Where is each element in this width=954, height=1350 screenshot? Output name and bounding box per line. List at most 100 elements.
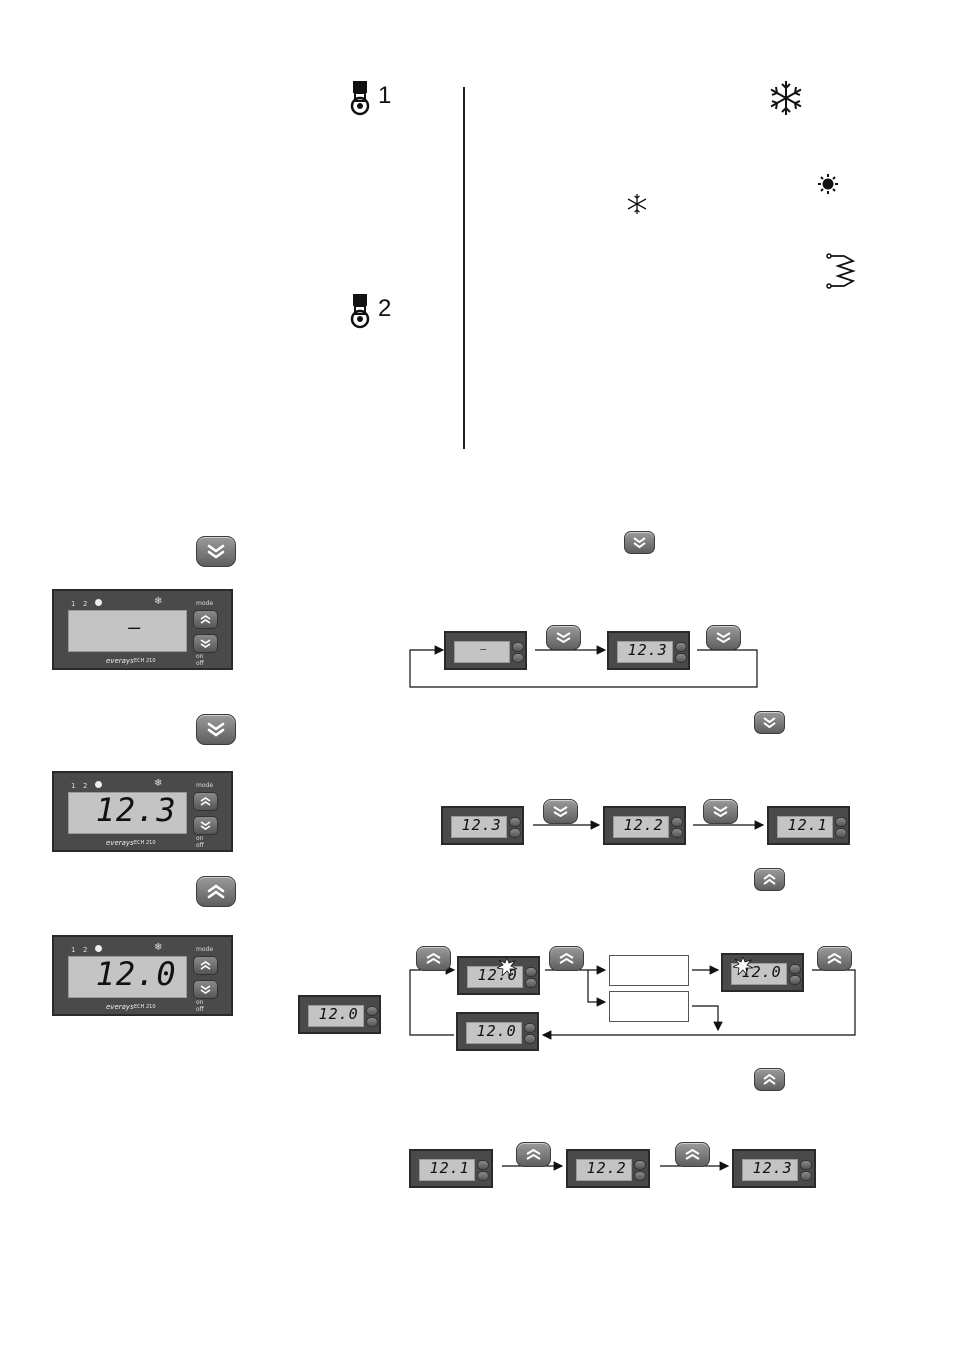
clock-indicator-icon: [95, 781, 102, 788]
panel-up-button[interactable]: [675, 642, 687, 652]
display-value: 12.3: [752, 1159, 793, 1177]
up-button[interactable]: [754, 1068, 785, 1091]
lcd-display: —: [454, 641, 510, 663]
panel-down-button[interactable]: [193, 980, 218, 999]
down-button[interactable]: [196, 714, 236, 745]
panel-down-button[interactable]: [366, 1017, 378, 1027]
double-chevron-down-icon: [200, 985, 211, 994]
probe-2-indicator: 2: [348, 293, 398, 329]
panel-up-button[interactable]: [525, 967, 537, 977]
lcd-display: 12.3: [617, 641, 673, 663]
indicator-1: 1: [71, 946, 76, 954]
panel-down-button[interactable]: [512, 653, 524, 663]
panel-up-button[interactable]: [366, 1006, 378, 1016]
panel-down-button[interactable]: [525, 978, 537, 988]
down-button[interactable]: [196, 536, 236, 567]
controller-panel-small: —: [444, 631, 527, 670]
double-chevron-up-icon: [426, 952, 441, 964]
on-label: on: [196, 999, 204, 1006]
panel-up-button[interactable]: [509, 817, 521, 827]
panel-down-button[interactable]: [193, 816, 218, 835]
lcd-display: 12.2: [576, 1159, 632, 1181]
controller-panel-small: 12.1: [767, 806, 850, 845]
panel-down-button[interactable]: [800, 1171, 812, 1181]
display-value: 12.3: [95, 791, 177, 829]
panel-up-button[interactable]: [789, 964, 801, 974]
panel-up-button[interactable]: [634, 1160, 646, 1170]
double-chevron-up-icon: [207, 884, 225, 899]
controller-panel-large: 1 2 ❄ mode — on off everays ECH 210: [52, 589, 233, 670]
display-value: —: [128, 615, 142, 639]
display-value: 12.1: [429, 1159, 470, 1177]
down-button[interactable]: [546, 625, 581, 650]
controller-panel-small: 12.1: [409, 1149, 493, 1188]
down-button[interactable]: [543, 799, 578, 824]
blink-flash-icon: [497, 958, 517, 976]
heater-resistor-icon: [826, 253, 856, 289]
probe-1-indicator: 1: [348, 80, 398, 116]
brand-logo: everays: [106, 1003, 134, 1011]
double-chevron-down-icon: [763, 717, 776, 729]
model-label: ECH 210: [134, 1004, 156, 1010]
double-chevron-up-icon: [526, 1148, 541, 1160]
panel-up-button[interactable]: [512, 642, 524, 652]
panel-up-button[interactable]: [193, 956, 218, 975]
column-divider: [463, 87, 465, 449]
down-button[interactable]: [624, 531, 655, 554]
controller-panel-small: 12.3: [441, 806, 524, 845]
double-chevron-down-icon: [200, 639, 211, 648]
up-button[interactable]: [754, 868, 785, 891]
brand-logo: everays: [106, 657, 134, 665]
panel-up-button[interactable]: [477, 1160, 489, 1170]
panel-down-button[interactable]: [524, 1034, 536, 1044]
down-button[interactable]: [706, 625, 741, 650]
mode-label: mode: [196, 782, 214, 789]
panel-down-button[interactable]: [477, 1171, 489, 1181]
double-chevron-down-icon: [207, 544, 225, 559]
controller-panel-small: 12.0: [721, 953, 804, 992]
display-value: 12.1: [787, 816, 828, 834]
lcd-display: 12.2: [613, 816, 669, 838]
panel-down-button[interactable]: [634, 1171, 646, 1181]
double-chevron-down-icon: [556, 632, 571, 644]
panel-up-button[interactable]: [193, 610, 218, 629]
down-button[interactable]: [703, 799, 738, 824]
lcd-display: 12.0: [466, 1022, 522, 1044]
panel-down-button[interactable]: [789, 975, 801, 985]
down-button[interactable]: [754, 711, 785, 734]
display-value: 12.0: [95, 955, 177, 993]
mode-label: mode: [196, 946, 214, 953]
lcd-display: 12.3: [68, 791, 187, 834]
panel-down-button[interactable]: [835, 828, 847, 838]
panel-up-button[interactable]: [193, 792, 218, 811]
up-button[interactable]: [817, 946, 852, 971]
panel-down-button[interactable]: [675, 653, 687, 663]
indicator-1: 1: [71, 600, 76, 608]
up-button[interactable]: [549, 946, 584, 971]
double-chevron-up-icon: [763, 1073, 776, 1085]
clock-indicator-icon: [95, 599, 102, 606]
off-label: off: [196, 1006, 204, 1013]
panel-up-button[interactable]: [835, 817, 847, 827]
off-label: off: [196, 842, 204, 849]
clock-indicator-icon: [95, 945, 102, 952]
up-button[interactable]: [516, 1142, 551, 1167]
panel-down-button[interactable]: [193, 634, 218, 653]
model-label: ECH 210: [134, 658, 156, 664]
panel-down-button[interactable]: [509, 828, 521, 838]
panel-up-button[interactable]: [800, 1160, 812, 1170]
up-button[interactable]: [196, 876, 236, 907]
double-chevron-up-icon: [200, 615, 211, 624]
flow-box-top: [609, 955, 689, 986]
indicator-2: 2: [83, 782, 88, 790]
double-chevron-up-icon: [827, 952, 842, 964]
panel-down-button[interactable]: [671, 828, 683, 838]
up-button[interactable]: [416, 946, 451, 971]
panel-up-button[interactable]: [524, 1023, 536, 1033]
panel-up-button[interactable]: [671, 817, 683, 827]
snowflake-indicator-icon: ❄: [154, 596, 163, 607]
up-button[interactable]: [675, 1142, 710, 1167]
double-chevron-down-icon: [200, 821, 211, 830]
lcd-display: 12.0: [68, 955, 187, 998]
indicator-2: 2: [83, 946, 88, 954]
